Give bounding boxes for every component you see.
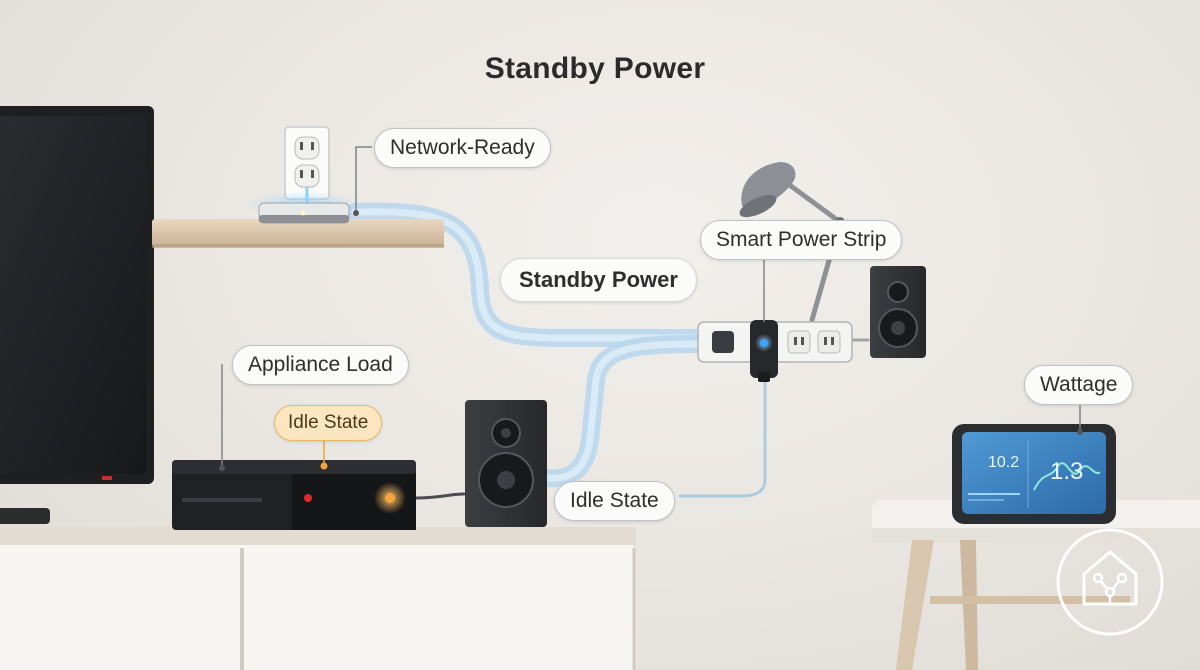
callout-network-ready: Network-Ready [374,128,551,168]
wall-shelf [152,219,444,248]
callout-wattage: Wattage [1024,365,1134,405]
callout-leaders [221,146,1081,468]
smart-home-logo-icon [1056,528,1164,636]
power-strip-icon [697,320,853,382]
monitor-right-reading: 1.3 [1050,458,1084,485]
desk-lamp-icon [739,162,845,323]
side-table [872,500,1200,670]
cabinet-speaker-icon [465,400,547,527]
diagram-title: Standby Power [484,52,706,85]
tv-cabinet [0,527,636,670]
callout-appliance-load: Appliance Load [232,345,409,385]
callout-idle-state-speaker: Idle State [554,481,675,521]
callout-smart-power-strip: Smart Power Strip [700,220,903,260]
router-icon [245,191,361,224]
monitor-left-reading: 10.2 [988,454,1020,471]
game-console-icon [172,460,416,530]
callout-standby-power: Standby Power [500,258,697,302]
energy-monitor-icon [952,424,1116,524]
speaker-icon [870,266,926,358]
power-cables [346,202,870,500]
leader-dots [219,210,1083,471]
callout-idle-state-console: Idle State [274,405,383,441]
tv-icon [0,106,154,524]
